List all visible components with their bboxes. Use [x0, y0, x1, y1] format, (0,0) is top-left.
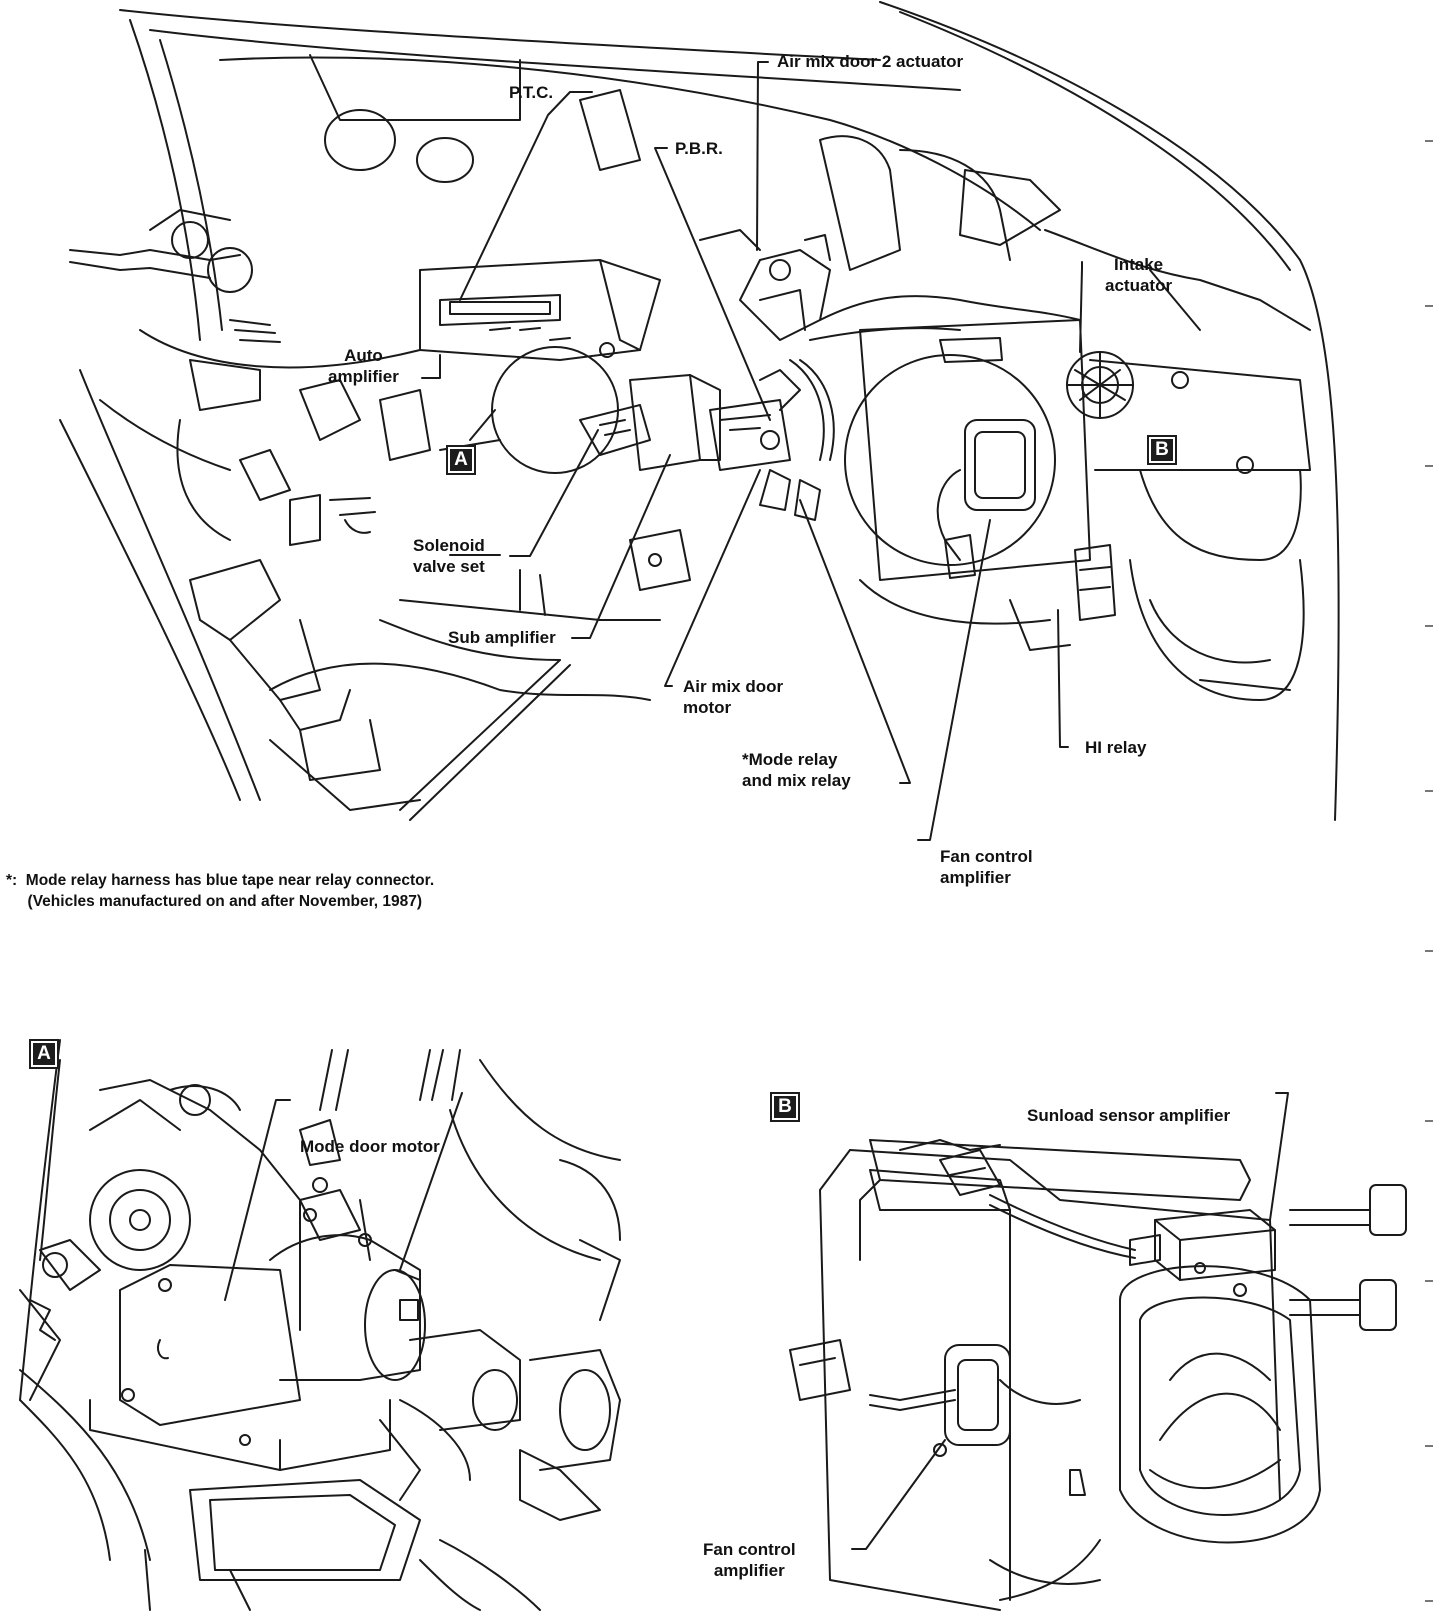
label-mode-door-motor: Mode door motor [300, 1137, 440, 1156]
edge-mark [1425, 1445, 1433, 1447]
edge-mark [1425, 465, 1433, 467]
edge-mark [1425, 1120, 1433, 1122]
label-fan-control-amplifier-main: Fan control amplifier [940, 847, 1033, 887]
edge-mark [1425, 950, 1433, 952]
label-air-mix-door-motor: Air mix door motor [683, 677, 784, 717]
label-sub-amplifier: Sub amplifier [448, 628, 556, 647]
detail-b-illustration [789, 1139, 1407, 1611]
detail-b-badge: B [770, 1092, 800, 1122]
detail-a-badge: A [29, 1039, 59, 1069]
detail-b-leader-lines [851, 1092, 1289, 1550]
edge-mark [1425, 790, 1433, 792]
edge-mark [1425, 1600, 1433, 1602]
footnote: *: Mode relay harness has blue tape near… [6, 872, 435, 910]
dashboard-illustration [59, 1, 1340, 821]
edge-mark [1425, 305, 1433, 307]
label-hi-relay: HI relay [1085, 738, 1147, 757]
label-ptc: P.T.C. [509, 83, 554, 102]
label-solenoid-valve-set: Solenoid valve set [413, 536, 485, 576]
label-fan-control-amplifier-detail: Fan control amplifier [703, 1540, 796, 1580]
edge-mark [1425, 1280, 1433, 1282]
detail-a-illustration [19, 1039, 621, 1611]
label-auto-amplifier: Auto amplifier [328, 346, 399, 386]
detail-a-leader-lines [224, 1092, 463, 1301]
edge-mark [1425, 140, 1433, 142]
label-air-mix-door-2-actuator: Air mix door 2 actuator [777, 52, 964, 71]
label-mode-relay-and-mix-relay: *Mode relay and mix relay [742, 750, 851, 790]
callout-a-badge: A [446, 445, 476, 475]
callout-b-badge: B [1147, 435, 1177, 465]
label-sunload-sensor-amplifier: Sunload sensor amplifier [1027, 1106, 1231, 1125]
label-pbr: P.B.R. [675, 139, 723, 158]
label-intake-actuator: Intake actuator [1105, 255, 1173, 295]
edge-mark [1425, 625, 1433, 627]
